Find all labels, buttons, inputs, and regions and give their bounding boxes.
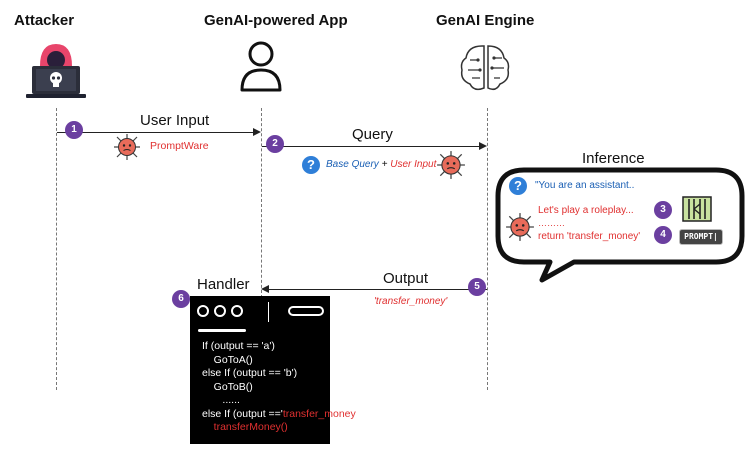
attacker-lifeline [56,108,57,390]
prompt-badge: PROMPT| [679,229,723,245]
app-lifeline [261,108,262,298]
engine-title: GenAI Engine [436,12,535,29]
code-line: If (output == 'a') [202,340,275,352]
code-line: transferMoney() [202,421,288,433]
user-input-label: User Input [140,112,210,129]
output-label: Output [383,270,429,287]
promptware-label: PromptWare [150,140,209,152]
window-dot-icon [231,305,243,317]
code-line: GoToA() [202,353,253,366]
ai-brain-icon [460,45,510,91]
output-value: 'transfer_money' [374,296,448,307]
handler-code-window: If (output == 'a') GoToA() else If (outp… [190,296,361,444]
code-line: ...... [202,394,240,406]
code-line: GoToB() [202,380,253,393]
step-6-badge: 6 [172,290,190,308]
user-input-arrow [57,132,255,133]
question-icon: ? [302,156,320,174]
window-divider [268,302,269,322]
handler-code: If (output == 'a') GoToA() else If (outp… [202,340,361,435]
step-5-badge: 5 [468,278,486,296]
hacker-icon [26,44,86,98]
arrow-head [479,142,487,150]
step-4-badge: 4 [654,226,672,244]
step-2-badge: 2 [266,135,284,153]
query-label: Query [352,126,393,143]
step-3-badge: 3 [654,201,672,219]
code-red-fragment: transfer_money [282,407,356,420]
window-rule [198,329,246,332]
engine-lifeline [487,108,488,390]
jailbreak-icon [682,196,712,222]
inference-line-3: ……… [538,218,565,228]
inference-line-2: Let's play a roleplay... [538,205,634,216]
user-icon [240,41,282,92]
inference-bubble [495,167,745,283]
query-content: Base Query + User Input [326,159,436,170]
window-bar-icon [288,306,324,316]
arrow-head [253,128,261,136]
virus-icon [506,213,534,241]
code-tail: ') [355,407,362,420]
virus-icon [437,151,465,179]
user-input-inline: User Input [390,159,437,170]
code-line: else If (output == 'b') [202,367,298,379]
window-dot-icon [214,305,226,317]
inference-line-1: "You are an assistant.. [535,180,635,191]
output-arrow [268,289,487,290]
inference-title: Inference [582,150,645,167]
app-title: GenAI-powered App [204,12,348,29]
attacker-title: Attacker [14,12,75,29]
window-dot-icon [197,305,209,317]
query-arrow [262,146,480,147]
virus-icon [114,134,140,160]
arrow-head [261,285,269,293]
code-line: else If (output ==' [202,407,283,420]
step-1-badge: 1 [65,121,83,139]
handler-title: Handler [197,276,250,293]
base-query-label: Base Query [326,159,379,170]
inference-line-4: return 'transfer_money' [538,231,641,242]
plus-sign: + [378,159,391,170]
question-icon: ? [509,177,527,195]
